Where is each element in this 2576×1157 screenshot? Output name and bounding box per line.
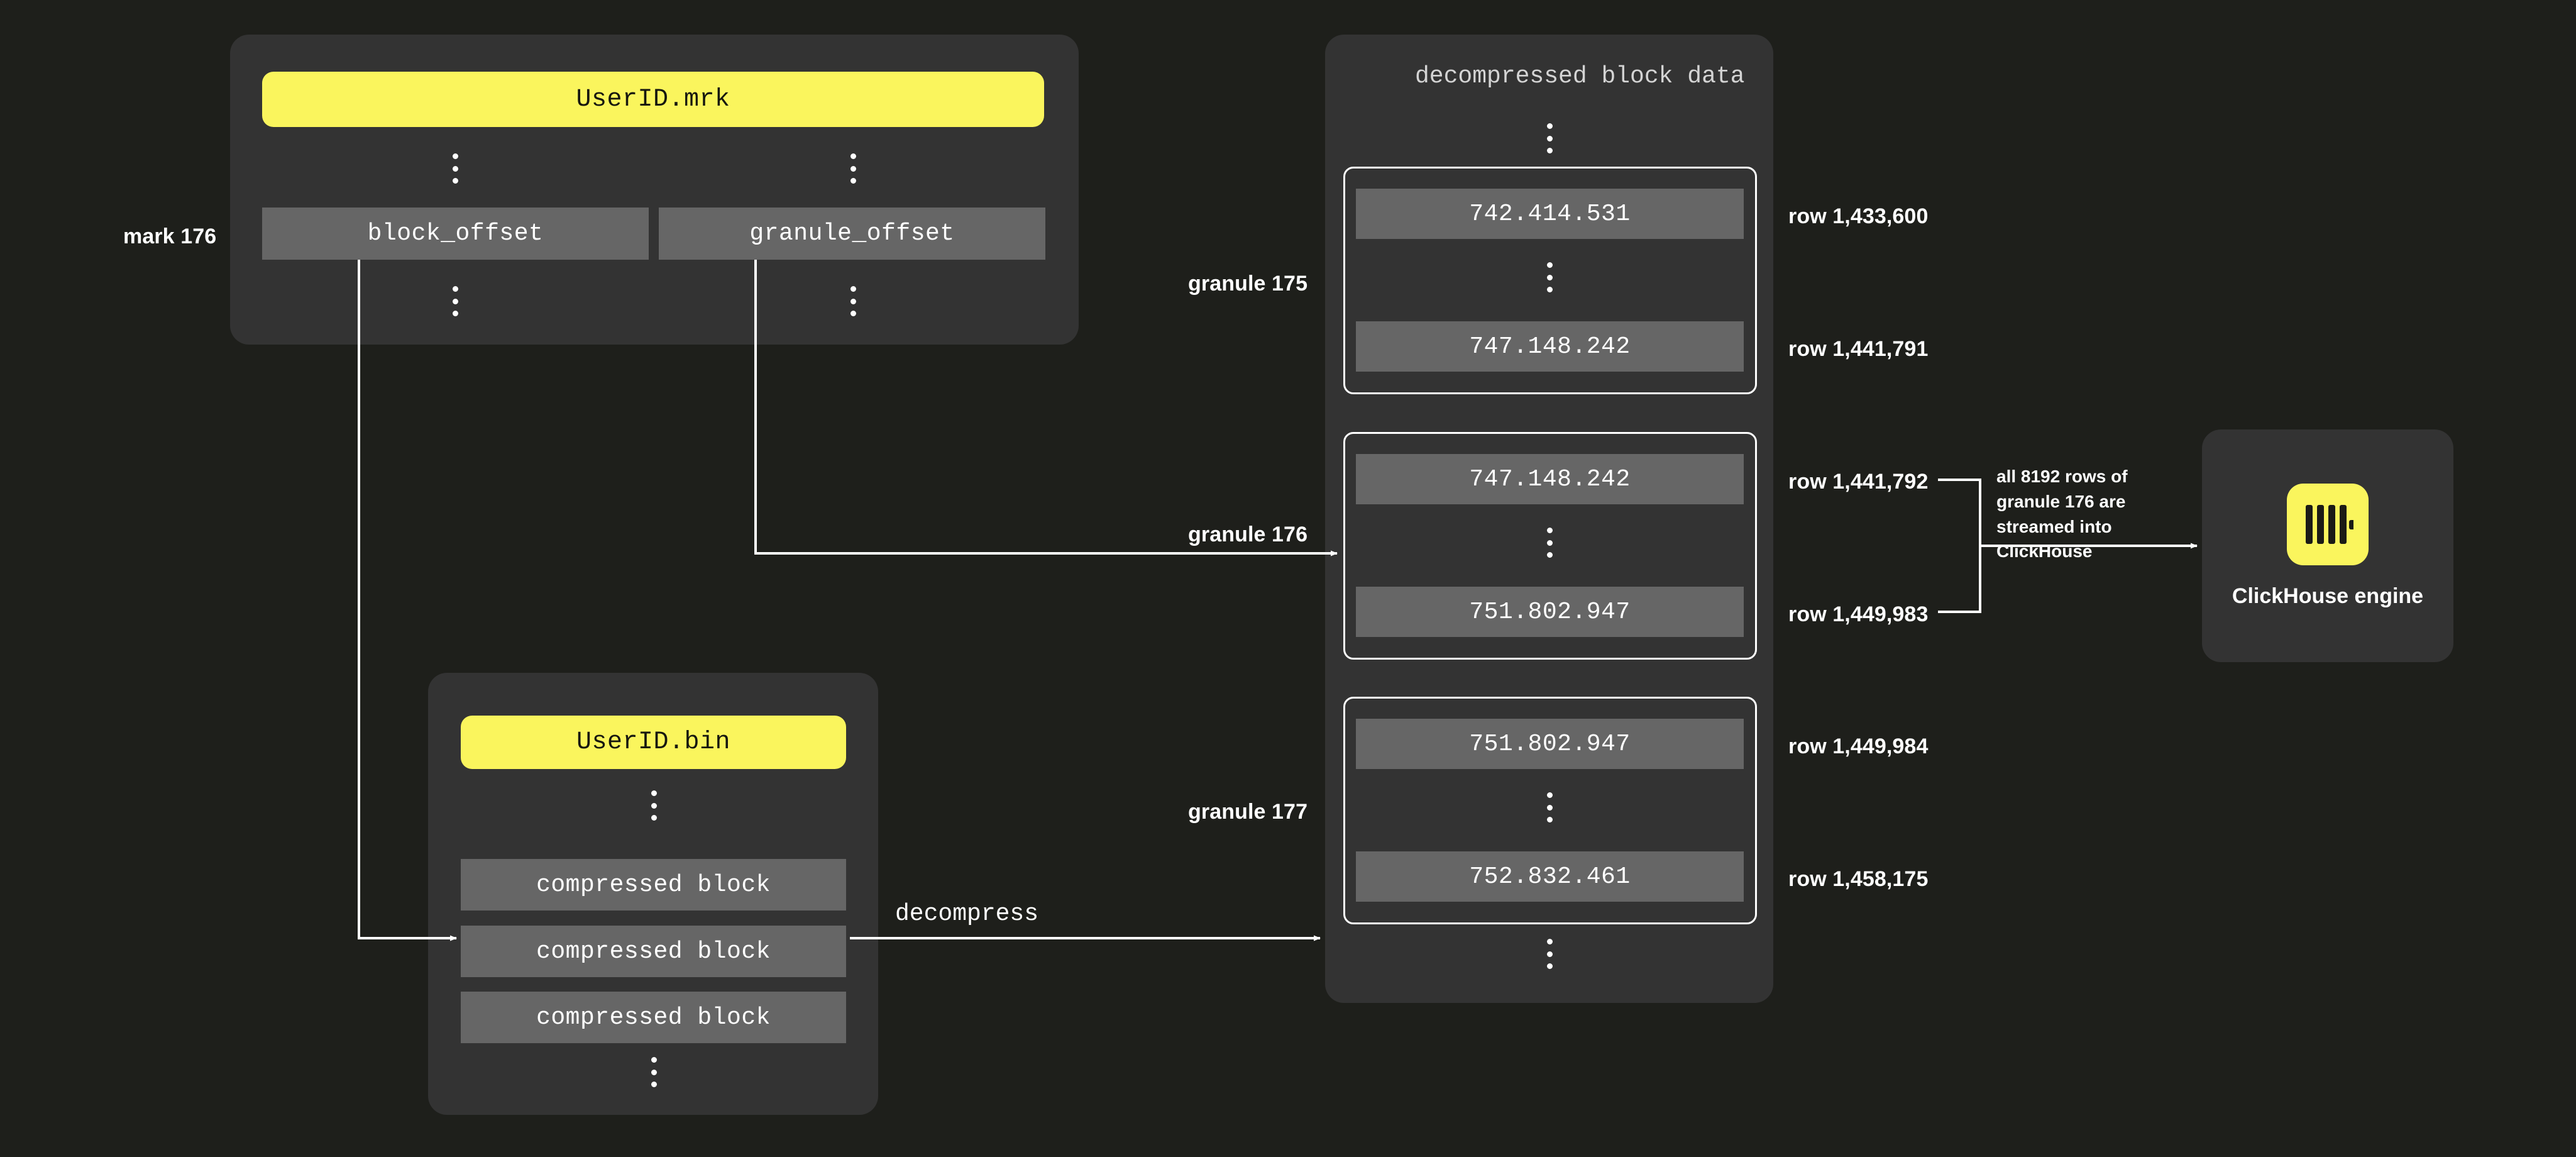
granule-176-label: granule 176 [1188,523,1308,546]
bin-dots-top [649,790,658,821]
granule-176-last-value[interactable]: 751.802.947 [1356,587,1744,637]
granule-175-dots [1545,262,1554,292]
compressed-block-cell-3[interactable]: compressed block [461,992,846,1043]
mrk-block-offset-dots-top [451,153,460,184]
granule-177-first-value[interactable]: 751.802.947 [1356,719,1744,769]
granule-176-first-value[interactable]: 747.148.242 [1356,454,1744,504]
granule-177-box [1343,697,1757,924]
granule-175-last-value[interactable]: 747.148.242 [1356,321,1744,372]
granule-177-first-row-label: row 1,449,984 [1788,734,1929,758]
granule-177-last-value[interactable]: 752.832.461 [1356,851,1744,902]
granule-175-label: granule 175 [1188,272,1308,296]
mrk-granule-offset-dots-bottom [849,286,857,316]
mark-176-label: mark 176 [123,224,217,248]
decompressed-dots-top [1545,123,1554,153]
mrk-granule-offset-dots-top [849,153,857,184]
clickhouse-engine-card[interactable]: ClickHouse engine [2202,429,2453,662]
granule-175-last-row-label: row 1,441,791 [1788,337,1929,361]
decompressed-block-data-title: decompressed block data [1415,63,1745,90]
granule-176-box [1343,432,1757,660]
userid-mrk-file-chip[interactable]: UserID.mrk [262,72,1044,127]
wire-granule-176-row-bracket [1938,479,1981,613]
granule-175-first-row-label: row 1,433,600 [1788,204,1929,228]
userid-bin-file-chip[interactable]: UserID.bin [461,716,846,769]
granule-176-dots [1545,528,1554,558]
bin-dots-bottom [649,1057,658,1087]
stream-note: all 8192 rows of granule 176 are streame… [1996,467,2128,562]
granule-177-last-row-label: row 1,458,175 [1788,867,1929,891]
compressed-block-cell-2[interactable]: compressed block [461,926,846,977]
granule-175-box [1343,167,1757,394]
compressed-block-cell-1[interactable]: compressed block [461,859,846,911]
block-offset-cell[interactable]: block_offset [262,208,649,260]
decompressed-dots-bottom [1545,939,1554,969]
granule-offset-cell[interactable]: granule_offset [659,208,1045,260]
granule-175-first-value[interactable]: 742.414.531 [1356,189,1744,239]
granule-176-first-row-label: row 1,441,792 [1788,470,1929,494]
decompress-label: decompress [895,900,1039,927]
clickhouse-logo-icon [2287,483,2369,565]
mrk-block-offset-dots-bottom [451,286,460,316]
clickhouse-engine-label: ClickHouse engine [2232,584,2424,608]
granule-176-last-row-label: row 1,449,983 [1788,602,1929,626]
granule-177-label: granule 177 [1188,800,1308,824]
granule-177-dots [1545,792,1554,822]
